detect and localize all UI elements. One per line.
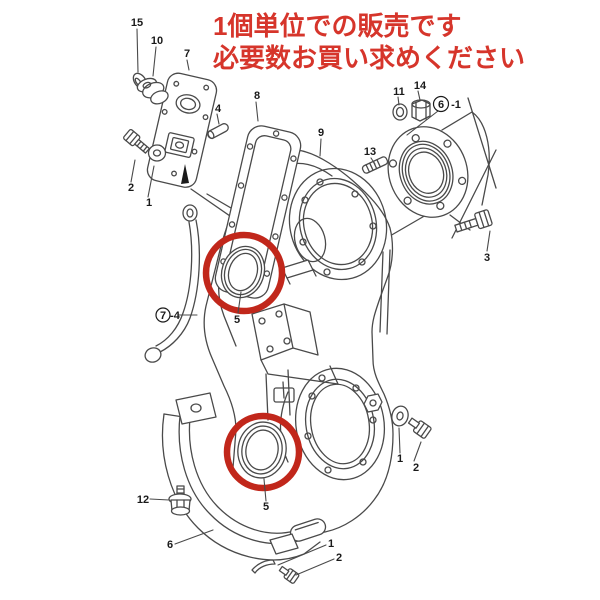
part-label-6: 6: [167, 539, 173, 551]
highlight-circle-lower: [223, 412, 303, 492]
seal-part-5-lower: [237, 421, 287, 479]
arrow-marker: [181, 164, 189, 184]
part-label-1-bottom: 1: [328, 538, 334, 550]
plug-part-10: [136, 77, 169, 105]
part-label-14: 14: [414, 80, 427, 92]
strap-part-7-4: [144, 204, 201, 363]
flange-part-6-1: [387, 97, 497, 239]
part-label-4: 4: [215, 103, 222, 115]
plug-part-12: [168, 485, 192, 516]
part-label-3: 3: [484, 252, 490, 264]
washer-part-1-right: [391, 405, 409, 427]
part-label-6-1-suffix: -1: [451, 99, 461, 111]
clip-part-1-bottom: [251, 559, 276, 574]
washer-part-11: [392, 103, 408, 121]
part-label-15: 15: [131, 17, 143, 29]
bolt-part-2-bottom: [278, 565, 300, 584]
part-label-1-right: 1: [397, 453, 403, 465]
label-circle-6-1: [432, 95, 450, 113]
highlight-circle-upper: [202, 231, 286, 315]
sales-notice-line2: 必要数お買い求めください: [213, 43, 526, 73]
washer-part-1-left: [147, 144, 167, 162]
leader-lines: [130, 28, 491, 576]
part-label-6-1-circled: 6: [438, 99, 444, 111]
part-labels: 15 10 7 4 8 9 11 14 6 -1 13 3 2 1 7 -4 5…: [128, 17, 490, 564]
part-label-1-left: 1: [146, 197, 152, 209]
part-label-8: 8: [254, 90, 260, 102]
pin-part-4: [207, 123, 229, 140]
part-label-5-upper: 5: [234, 314, 240, 326]
part-label-11: 11: [393, 86, 405, 98]
nut-part-14: [411, 99, 431, 122]
part-label-7-4-circled: 7: [160, 310, 166, 322]
part-label-7-4-suffix: -4: [170, 310, 181, 322]
highlight-circles: [202, 231, 303, 492]
part-label-2-left: 2: [128, 182, 134, 194]
bolt-part-3: [454, 209, 493, 233]
part-label-9: 9: [318, 127, 324, 139]
part-label-13: 13: [364, 146, 376, 158]
sales-notice-line1: 1個単位での販売です: [213, 11, 462, 41]
bolt-part-2-right: [407, 417, 432, 439]
part-label-12: 12: [137, 494, 149, 506]
stud-part-13: [361, 156, 389, 174]
bolt-part-2-left: [123, 129, 151, 154]
label-circle-7-4: [155, 307, 171, 323]
seal-part-5-upper: [220, 245, 266, 299]
part-label-5-lower: 5: [263, 501, 269, 513]
cover-part-6: [161, 392, 327, 561]
part-label-2-bottom: 2: [336, 552, 342, 564]
sales-notice: 1個単位での販売です 必要数お買い求めください: [213, 10, 525, 74]
part-label-2-right: 2: [413, 462, 419, 474]
part-label-7: 7: [184, 48, 190, 60]
part-label-10: 10: [151, 35, 163, 47]
